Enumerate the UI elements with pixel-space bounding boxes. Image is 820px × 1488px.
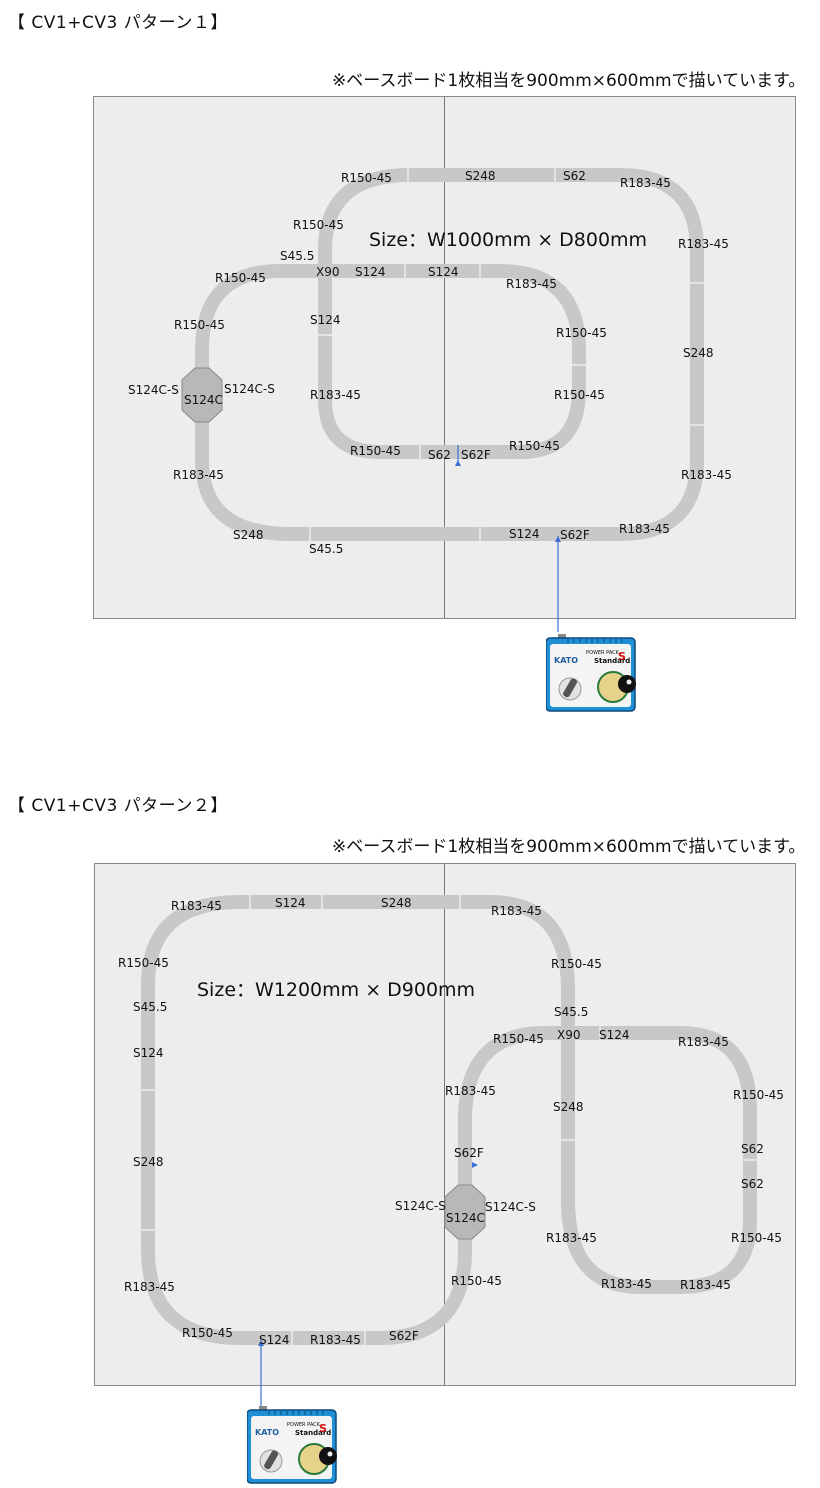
track-piece-label: R183-45 [620,176,671,190]
track-piece-label: R183-45 [310,1333,361,1347]
feeder-clip-inner [455,460,461,466]
pattern-2-power-pack: KATO POWER PACK Standard S [246,1406,337,1484]
turnout-s124c [181,367,223,423]
track-piece-label: R183-45 [681,468,732,482]
track-piece-label: S124C-S [224,382,275,396]
pattern-1-note: ※ベースボード1枚相当を900mm×600mmで描いています。 [332,71,806,91]
power-pack-line2: Standard [594,657,631,665]
track-piece-label: S124 [133,1046,164,1060]
track-piece-label: R183-45 [310,388,361,402]
feeder-clip-large [258,1340,264,1346]
power-pack-line1: POWER PACK [586,650,619,656]
track-piece-label: R150-45 [215,271,266,285]
track-piece-label: X90 [557,1028,581,1042]
track-piece-label: S62 [563,169,586,183]
track-piece-label: R150-45 [118,956,169,970]
track-piece-label: S124C-S [128,383,179,397]
power-pack-badge: S [618,650,626,663]
track-piece-label: R183-45 [678,237,729,251]
track-piece-label: R183-45 [124,1280,175,1294]
pattern-1-title: 【 CV1+CV3 パターン１】 [8,13,228,33]
track-piece-label: R183-45 [546,1231,597,1245]
track-piece-label: R150-45 [509,439,560,453]
track-piece-label: R150-45 [341,171,392,185]
track-piece-label: R183-45 [506,277,557,291]
track-piece-label: S62F [454,1146,484,1160]
inner-loop-track [318,264,586,459]
track-piece-label: X90 [316,265,340,279]
track-piece-label: R183-45 [601,1277,652,1291]
baseboard-divider [444,97,445,618]
pattern-2-title: 【 CV1+CV3 パターン２】 [8,796,228,816]
feeder-clip-outer [555,536,561,542]
pattern-1-size: Size：W1000mm × D800mm [369,229,648,251]
track-piece-label: R150-45 [556,326,607,340]
pattern-2-baseboard [94,863,796,1386]
track-piece-label: R150-45 [731,1231,782,1245]
track-piece-label: S45.5 [309,542,344,556]
track-piece-label: R150-45 [174,318,225,332]
track-piece-label: R150-45 [350,444,401,458]
turnout-s124c [444,1184,486,1240]
track-piece-label: S62F [389,1329,419,1343]
baseboard-divider [444,864,445,1385]
track-piece-label: S62F [560,528,590,542]
large-loop-track [141,895,575,1345]
track-piece-label: R183-45 [171,899,222,913]
track-piece-label: S248 [381,896,412,910]
track-piece-label: S45.5 [133,1000,168,1014]
track-piece-label: S248 [465,169,496,183]
pattern-2-size: Size：W1200mm × D900mm [197,979,476,1001]
track-piece-label: S124C [446,1211,485,1225]
track-piece-label: R183-45 [619,522,670,536]
track-piece-label: R150-45 [182,1326,233,1340]
power-pack-line2: Standard [295,1429,332,1437]
track-piece-label: R150-45 [551,957,602,971]
track-piece-label: S124C-S [395,1199,446,1213]
track-piece-label: R183-45 [678,1035,729,1049]
track-piece-label: S62 [741,1177,764,1191]
pattern-2-note: ※ベースボード1枚相当を900mm×600mmで描いています。 [332,837,806,857]
track-piece-label: S62F [461,448,491,462]
track-piece-label: S124 [428,265,459,279]
track-piece-label: S248 [133,1155,164,1169]
power-pack-line1: POWER PACK [287,1422,320,1428]
track-piece-label: S248 [553,1100,584,1114]
track-piece-label: S45.5 [280,249,315,263]
track-piece-label: S124 [355,265,386,279]
track-piece-label: R183-45 [491,904,542,918]
track-piece-label: S248 [683,346,714,360]
track-piece-label: S62 [428,448,451,462]
track-piece-label: S124C [184,393,223,407]
track-piece-label: S45.5 [554,1005,589,1019]
track-piece-label: S124 [509,527,540,541]
pattern-1-power-pack: KATO POWER PACK Standard S [545,634,636,712]
power-pack-brand: KATO [554,656,579,665]
track-piece-label: S124C-S [485,1200,536,1214]
track-piece-label: R150-45 [451,1274,502,1288]
track-piece-label: S124 [275,896,306,910]
track-piece-label: S124 [599,1028,630,1042]
track-piece-label: R150-45 [493,1032,544,1046]
track-piece-label: S124 [310,313,341,327]
track-piece-label: R183-45 [445,1084,496,1098]
track-piece-label: R183-45 [680,1278,731,1292]
outer-loop-track [195,168,704,541]
track-piece-label: R150-45 [733,1088,784,1102]
small-loop-track [561,1026,757,1294]
track-piece-label: R150-45 [293,218,344,232]
track-piece-label: S248 [233,528,264,542]
power-pack-brand: KATO [255,1428,280,1437]
track-piece-label: R150-45 [554,388,605,402]
feeder-clip-s62f [472,1162,478,1168]
track-piece-label: R183-45 [173,468,224,482]
track-piece-label: S62 [741,1142,764,1156]
track-piece-label: S124 [259,1333,290,1347]
power-pack-badge: S [319,1422,327,1435]
